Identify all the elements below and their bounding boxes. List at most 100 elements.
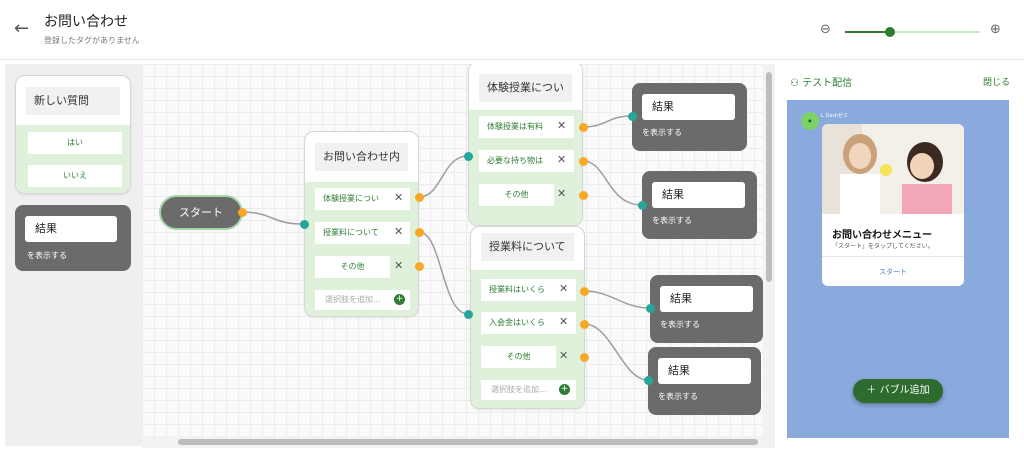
inquiry-other-port[interactable] [414,261,424,271]
inquiry-tuition-port[interactable] [414,227,424,237]
remove-option-icon[interactable]: ✕ [557,187,567,200]
palette-question-title: 新しい質問 [26,87,120,115]
result3-input-port[interactable] [645,303,655,313]
result1-input-port[interactable] [627,111,637,121]
remove-option-icon[interactable]: ✕ [394,191,404,204]
remove-option-icon[interactable]: ✕ [559,315,569,328]
close-button[interactable]: 閉じる [983,78,1011,88]
inquiry-option-trial[interactable]: 体験授業につい [315,188,410,210]
plus-icon: ＋ [866,385,877,396]
palette-option-no: いいえ [28,165,122,187]
zoom-in-icon[interactable]: ⊕ [990,22,1001,37]
trial-question-node[interactable]: 体験授業につい 体験授業は有料 ✕ 必要な持ち物は ✕ その他 ✕ [468,64,583,226]
result-subtext: を表示する [642,128,682,137]
remove-option-icon[interactable]: ✕ [559,349,569,362]
result2-input-port[interactable] [637,200,647,210]
palette-result-node[interactable]: 結果 を表示する [15,205,131,271]
palette-option-yes: はい [28,132,122,154]
trial-belongings-port[interactable] [578,156,588,166]
tuition-input-port[interactable] [463,309,473,319]
tuition-options: 授業料はいくら ✕ 入会金はいくら ✕ その他 ✕ 選択肢を追加... + [471,270,584,408]
connector-trial-result1 [582,115,633,128]
add-option-plus-icon[interactable]: + [394,294,405,305]
header: ← お問い合わせ 登録したタグがありません ⊖ ⊕ [0,0,1024,60]
result-title: 結果 [642,94,735,120]
zoom-slider[interactable] [845,27,980,37]
inquiry-option-other[interactable]: その他 [315,256,390,278]
start-node[interactable]: スタート [159,195,243,230]
remove-option-icon[interactable]: ✕ [394,259,404,272]
horizontal-scroll-thumb[interactable] [178,439,758,445]
zoom-out-icon[interactable]: ⊖ [820,22,831,37]
inquiry-options: 体験授業につい ✕ 授業料について ✕ その他 ✕ 選択肢を追加... + [305,182,418,316]
connector-inquiry-tuition [418,231,469,315]
connector-tuition-result3 [583,290,651,309]
add-bubble-label: バブル追加 [879,385,930,396]
palette-question-options: はい いいえ [16,125,130,193]
tag-status: 登録したタグがありません [44,36,140,45]
palette-result-title: 結果 [25,216,117,242]
tuition-entry-fee-port[interactable] [579,319,589,329]
result-subtext: を表示する [658,392,698,401]
tuition-amount-port[interactable] [579,286,589,296]
trial-options: 体験授業は有料 ✕ 必要な持ち物は ✕ その他 ✕ [469,110,582,225]
remove-option-icon[interactable]: ✕ [557,153,567,166]
trial-option-belongings[interactable]: 必要な持ち物は [479,150,574,172]
tuition-other-port[interactable] [579,352,589,362]
bot-avatar: ● [801,112,819,130]
connector-trial-result2 [582,160,643,206]
result4-input-port[interactable] [643,375,653,385]
inquiry-trial-port[interactable] [414,192,424,202]
remove-option-icon[interactable]: ✕ [559,282,569,295]
trial-fee-port[interactable] [578,122,588,132]
add-option-plus-icon[interactable]: + [559,384,570,395]
test-delivery-panel: ⚇ テスト配信 閉じる ● L Dashゼミ お問い合わせメニュー 「スタート」… [775,60,1024,453]
result-node-4[interactable]: 結果 を表示する [648,347,761,415]
tuition-option-other[interactable]: その他 [481,346,556,368]
inquiry-option-tuition[interactable]: 授業料について [315,222,410,244]
trial-other-port[interactable] [578,190,588,200]
zoom-slider-fill [845,31,890,33]
tuition-question-node[interactable]: 授業料について 授業料はいくら ✕ 入会金はいくら ✕ その他 ✕ 選択肢を追加… [470,226,585,409]
test-delivery-label: テスト配信 [802,78,853,89]
back-arrow-icon[interactable]: ← [14,18,30,39]
card-photo [822,124,964,214]
connector-lines [241,115,651,381]
inquiry-add-option-input[interactable]: 選択肢を追加... [315,290,410,310]
result-title: 結果 [652,182,745,208]
trial-input-port[interactable] [463,151,473,161]
start-output-port[interactable] [237,207,247,217]
trial-option-other[interactable]: その他 [479,184,554,206]
trial-node-title: 体験授業につい [479,74,572,102]
test-delivery-title: ⚇ テスト配信 [790,74,852,89]
flow-canvas[interactable]: スタート お問い合わせ内 体験授業につい ✕ 授業料について ✕ その他 ✕ 選… [142,64,763,436]
card-title: お問い合わせメニュー [832,230,932,241]
card-description: 「スタート」をタップしてください。 [832,243,934,250]
tuition-node-title: 授業料について [481,233,574,261]
result-node-3[interactable]: 結果 を表示する [650,275,763,343]
result-title: 結果 [660,286,753,312]
vertical-scroll-thumb[interactable] [766,72,772,282]
tuition-add-option-input[interactable]: 選択肢を追加... [481,380,576,400]
add-bubble-button[interactable]: ＋ バブル追加 [853,379,943,403]
card-start-button[interactable]: スタート [822,256,964,286]
result-subtext: を表示する [652,216,692,225]
canvas-vertical-scrollbar[interactable] [763,64,775,436]
result-node-1[interactable]: 結果 を表示する [632,83,747,151]
palette-question-node[interactable]: 新しい質問 はい いいえ [15,75,131,194]
tuition-option-entry-fee[interactable]: 入会金はいくら [481,312,576,334]
remove-option-icon[interactable]: ✕ [394,225,404,238]
remove-option-icon[interactable]: ✕ [557,119,567,132]
result-subtext: を表示する [660,320,700,329]
canvas-horizontal-scrollbar[interactable] [142,436,775,448]
zoom-slider-knob[interactable] [884,27,895,37]
inquiry-input-port[interactable] [299,219,309,229]
trial-option-fee[interactable]: 体験授業は有料 [479,116,574,138]
page-title: お問い合わせ [44,14,128,30]
inquiry-question-node[interactable]: お問い合わせ内 体験授業につい ✕ 授業料について ✕ その他 ✕ 選択肢を追加… [304,131,419,317]
tuition-option-amount[interactable]: 授業料はいくら [481,279,576,301]
node-palette: 新しい質問 はい いいえ 結果 を表示する [5,64,142,446]
result-node-2[interactable]: 結果 を表示する [642,171,757,239]
palette-result-subtext: を表示する [27,251,67,260]
bot-name: L Dashゼミ [821,113,849,119]
